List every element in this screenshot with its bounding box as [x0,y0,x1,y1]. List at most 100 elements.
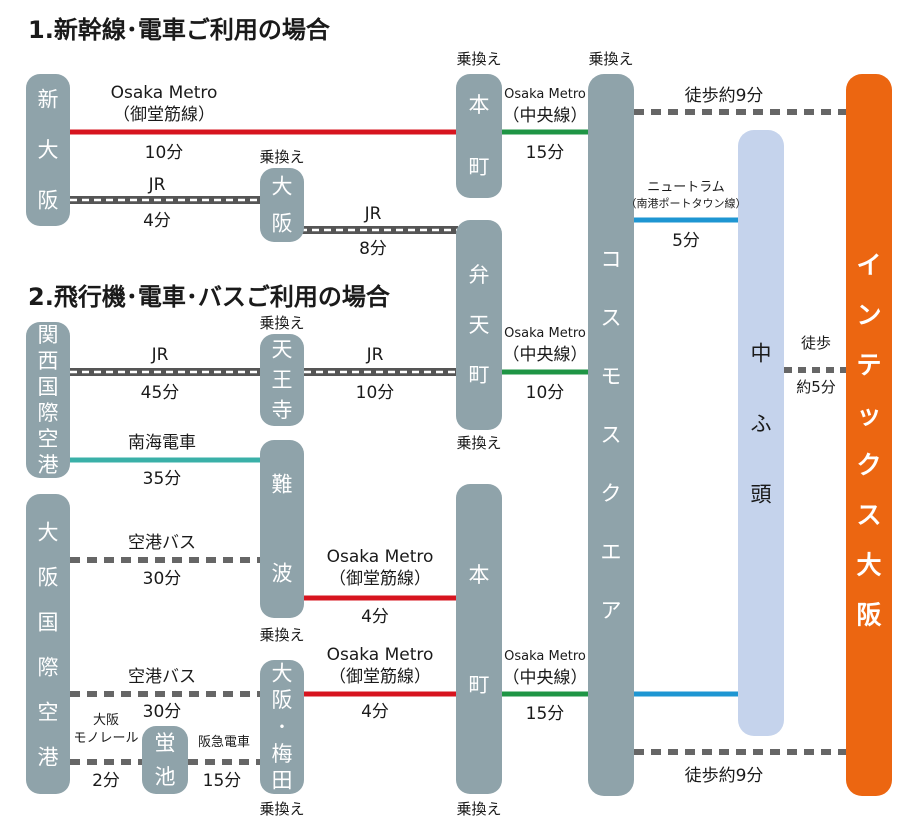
walk-mid-line2: 約5分 [796,378,836,396]
station-name-char: 本 [469,93,490,117]
route-monorail-name-2: モノレール [73,731,138,746]
station-name-char: ッ [856,401,881,430]
transfer-label-honmachi-bottom: 乗換え [456,800,501,818]
station-shin-osaka [26,74,70,226]
station-name-char: 天 [469,313,490,337]
station-name-char: ス [601,423,622,447]
transfer-label-umeda: 乗換え [259,800,304,818]
station-name-char: 際 [38,401,59,425]
station-name-char: 寺 [272,399,293,423]
route-chuo-line-1: （中央線） [503,106,588,126]
station-name-char: ふ [751,412,772,436]
station-name-char: イ [856,251,881,280]
station-name-char: コ [601,247,622,271]
station-name-char: 難 [272,473,293,497]
station-cosmosquare [588,74,634,796]
route-chuo-line-3: （中央線） [503,668,588,688]
station-honmachi-bottom-name: 本町 [469,563,490,697]
station-name-char: 大 [272,175,293,199]
time-newtram: 5分 [672,231,700,251]
time-tennoji-bentencho: 10分 [356,383,395,403]
station-bentencho-name: 弁天町 [469,263,490,387]
station-honmachi-top-name: 本町 [469,93,490,179]
route-jr-label-2: JR [364,204,382,224]
route-hankyu-name: 阪急電車 [198,735,250,750]
route-midosuji-line-2: （御堂筋線） [329,569,431,589]
time-hankyu: 15分 [203,771,242,791]
station-tennoji [260,334,304,426]
station-name-char: 弁 [469,263,490,287]
route-monorail-name-1: 大阪 [93,713,119,728]
station-name-char: ク [601,482,622,506]
station-name-char: 大 [38,521,59,545]
station-namba [260,440,304,618]
station-name-char: 港 [38,453,59,477]
route-chuo-name-1: Osaka Metro [504,87,586,102]
station-name-char: 田 [272,769,293,793]
route-midosuji-line-3: （御堂筋線） [329,667,431,687]
station-name-char: ア [601,599,622,623]
transfer-label-bentencho: 乗換え [456,434,501,452]
station-kix [26,322,70,478]
time-monorail: 2分 [92,771,120,791]
route-nankai-name: 南海電車 [128,433,196,453]
station-name-char: 阪 [38,189,59,213]
time-kix-namba: 35分 [143,469,182,489]
station-intex-osaka [846,74,892,796]
station-name-char: 池 [155,765,176,789]
station-name-char: 阪 [272,212,293,236]
station-name-char: 国 [38,611,59,635]
station-honmachi-bottom [456,484,502,794]
station-name-char: 際 [38,656,59,680]
station-nakafuto [738,130,784,736]
route-jr-label-3: JR [151,345,169,365]
station-bentencho [456,220,502,430]
transfer-label-tennoji: 乗換え [259,314,304,332]
transfer-label-osaka: 乗換え [259,148,304,166]
station-osaka [260,168,304,242]
station-tennoji-name: 天王寺 [272,337,293,422]
station-name-char: 大 [38,138,59,162]
route-midosuji-name-2: Osaka Metro [327,547,434,567]
route-bus-label-2: 空港バス [128,667,196,687]
route-chuo-name-3: Osaka Metro [504,649,586,664]
route-jr-label-1: JR [148,175,166,195]
time-itami-namba: 30分 [143,569,182,589]
route-chuo-name-2: Osaka Metro [504,326,586,341]
station-name-char: 頭 [751,483,772,507]
time-kix-tennoji: 45分 [141,383,180,403]
station-hotarugaike-name: 蛍池 [155,731,176,789]
time-bentencho-cosmo: 10分 [526,383,565,403]
station-namba-name: 難波 [272,473,293,586]
walk-mid-line1: 徒歩 [801,334,831,352]
station-osaka-name: 大阪 [272,175,293,236]
station-name-char: 西 [38,349,59,373]
station-name-char: 中 [751,341,772,365]
station-name-char: ス [601,306,622,330]
station-name-char: ･ [277,715,288,739]
transfer-label-cosmosquare: 乗換え [588,50,633,68]
station-itami [26,494,70,794]
station-name-char: 蛍 [155,731,176,755]
route-chuo-line-2: （中央線） [503,345,588,365]
station-name-char: 波 [272,562,293,586]
station-shin-osaka-name: 新大阪 [38,87,59,212]
time-itami-umeda: 30分 [143,702,182,722]
walk-time-top: 徒歩約9分 [685,86,764,106]
route-newtram-name: ニュートラム [647,180,725,195]
station-name-char: 王 [272,368,293,392]
station-name-char: 阪 [856,601,881,630]
station-name-char: ン [856,301,881,330]
time-namba-honmachi: 4分 [361,607,389,627]
time-umeda-honmachi: 4分 [361,702,389,722]
route-bus-label-1: 空港バス [128,533,196,553]
route-newtram-subname: （南港ポートタウン線） [626,196,747,210]
time-honmachi-cosmo-bottom: 15分 [526,704,565,724]
station-name-char: 町 [469,673,490,697]
station-hotarugaike [142,726,188,794]
